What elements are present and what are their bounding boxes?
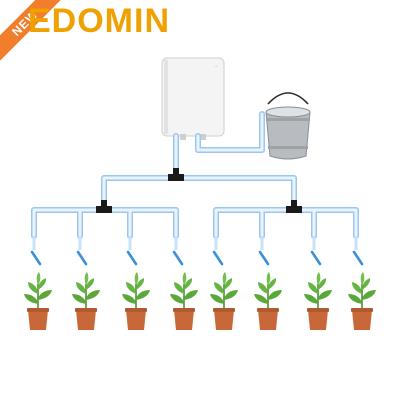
potted-plant bbox=[169, 271, 199, 331]
dripper bbox=[30, 250, 42, 266]
potted-plant bbox=[347, 271, 377, 331]
dripper bbox=[76, 250, 88, 266]
potted-plant bbox=[121, 271, 151, 331]
potted-plant bbox=[23, 271, 53, 331]
dripper bbox=[310, 250, 322, 266]
dripper bbox=[352, 250, 364, 266]
dripper bbox=[258, 250, 270, 266]
plants bbox=[23, 271, 377, 331]
svg-text:~: ~ bbox=[215, 64, 218, 69]
tee-connectors bbox=[96, 168, 302, 213]
drippers bbox=[30, 250, 364, 266]
brand-logo: EDOMIN bbox=[28, 2, 170, 40]
pump-device: ~ bbox=[161, 57, 225, 140]
tee-connector-main bbox=[168, 168, 184, 181]
tee-connector-right bbox=[286, 200, 302, 213]
potted-plant bbox=[209, 271, 239, 331]
tee-connector-left bbox=[96, 200, 112, 213]
water-bucket bbox=[265, 92, 311, 160]
potted-plant bbox=[303, 271, 333, 331]
dripper bbox=[212, 250, 224, 266]
dripper bbox=[172, 250, 184, 266]
potted-plant bbox=[253, 271, 283, 331]
dripper bbox=[126, 250, 138, 266]
potted-plant bbox=[71, 271, 101, 331]
